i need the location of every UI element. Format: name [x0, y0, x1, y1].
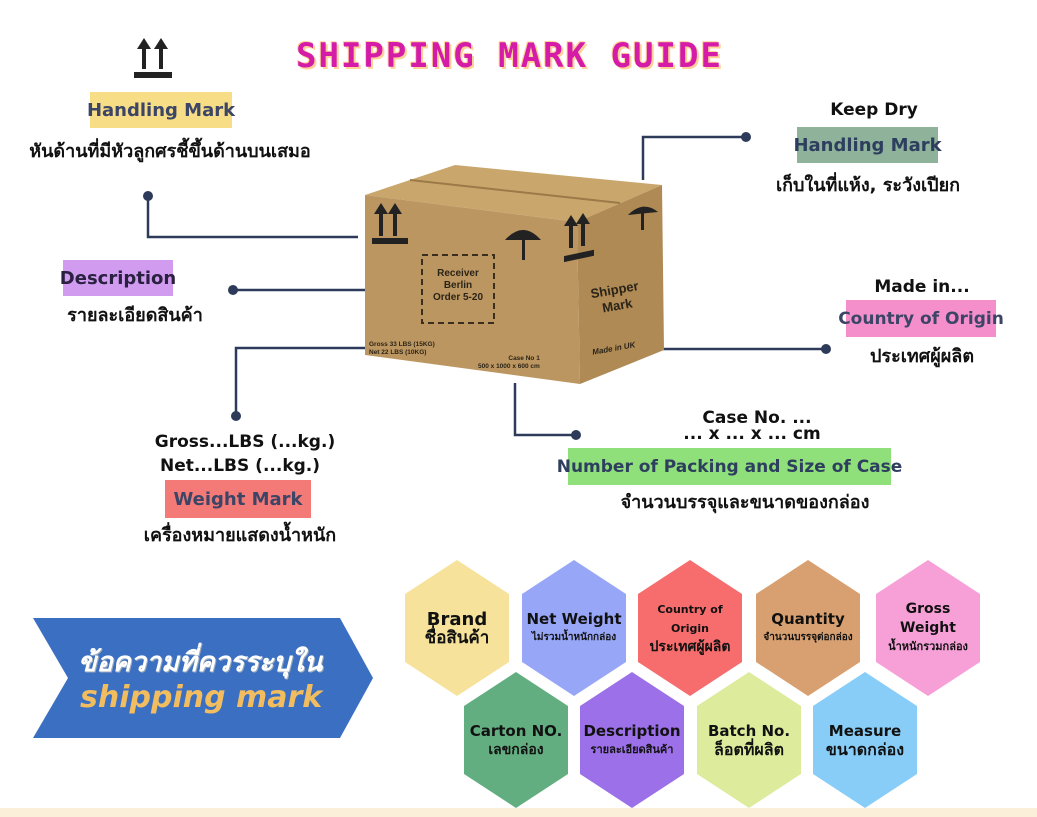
handling-mark-label: Handling Mark [87, 92, 235, 128]
box-gross: Gross 33 LBS (15KG) [369, 341, 435, 348]
banner-thai: ข้อความที่ควรระบุใน [78, 647, 323, 678]
keep-dry-text: Keep Dry [830, 100, 918, 120]
box-net: Net 22 LBS (10KG) [369, 349, 427, 356]
case-size-text: ... x ... x ... cm [683, 424, 821, 444]
banner-arrow [33, 618, 373, 738]
box-city: Berlin [443, 280, 473, 291]
keep-dry-thai: เก็บในที่แห้ง, ระวังเปียก [775, 175, 961, 196]
description-label: Description [60, 260, 176, 296]
box-receiver: Receiver [437, 268, 479, 279]
hex-batch-no: Batch No.ล็อตที่ผลิต [697, 672, 801, 808]
packing-size-thai: จำนวนบรรจุและขนาดของกล่อง [620, 492, 870, 513]
box-dims: 500 x 1000 x 600 cm [478, 363, 540, 370]
hex-carton-no: Carton NO.เลขกล่อง [464, 672, 568, 808]
banner-en: shipping mark [80, 680, 323, 715]
this-way-up-icon [372, 203, 594, 263]
gross-weight-text: Gross...LBS (...kg.) [154, 432, 336, 452]
description-thai: รายละเอียดสินค้า [67, 305, 203, 326]
keep-dry-umbrella-icon [505, 206, 658, 260]
keep-dry-label: Handling Mark [793, 127, 942, 163]
made-in-text: Made in... [874, 277, 970, 297]
country-of-origin-label: Country of Origin [838, 300, 1004, 337]
weight-mark-thai: เครื่องหมายแสดงน้ำหนัก [143, 525, 337, 546]
footer-strip [0, 808, 1037, 817]
weight-mark-label: Weight Mark [165, 480, 311, 518]
country-of-origin-thai: ประเทศผู้ผลิต [869, 346, 975, 367]
net-weight-text: Net...LBS (...kg.) [159, 456, 321, 476]
case-no-text: Case No. ... [702, 408, 812, 428]
box-order: Order 5-20 [432, 292, 484, 303]
box-case-no: Case No 1 [508, 355, 540, 362]
this-way-up-icon [134, 38, 172, 78]
packing-size-label: Number of Packing and Size of Case [557, 448, 902, 485]
page-title: SHIPPING MARK GUIDE [296, 36, 723, 76]
handling-mark-thai: หันด้านที่มีหัวลูกศรชี้ขึ้นด้านบนเสมอ [29, 141, 311, 162]
